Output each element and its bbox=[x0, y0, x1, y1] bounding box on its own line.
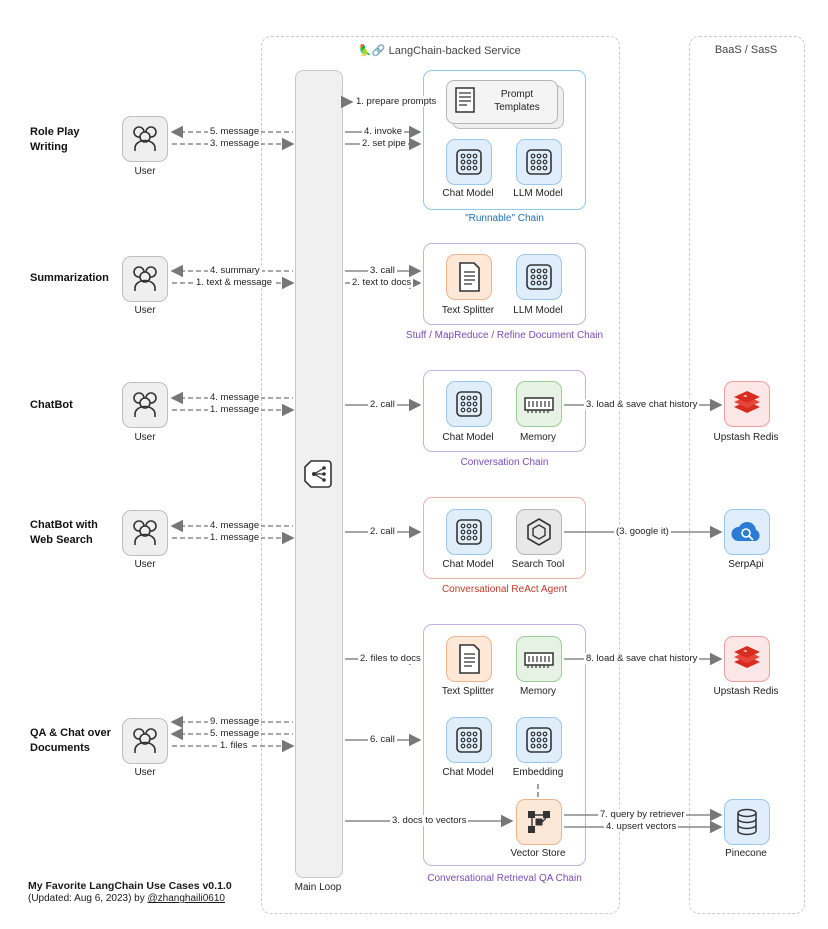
chat-model-label: Chat Model bbox=[442, 432, 494, 443]
embedding-label: Embedding bbox=[512, 767, 564, 778]
user-icon bbox=[122, 382, 168, 428]
edge-label: 2. call bbox=[368, 526, 397, 537]
text-splitter-icon bbox=[446, 254, 492, 300]
edge-label: 3. call bbox=[368, 265, 397, 276]
footer-updated-text: (Updated: Aug 6, 2023) by bbox=[28, 893, 148, 904]
chat-model-label: Chat Model bbox=[442, 559, 494, 570]
edge-label: 8. load & save chat history bbox=[584, 653, 700, 664]
edge-label: 3. docs to vectors bbox=[390, 815, 469, 826]
edge-label: (3. google it) bbox=[614, 526, 671, 537]
edge-label: 1. files bbox=[218, 740, 250, 751]
edge-label: 2. text to docs bbox=[350, 277, 414, 288]
prompt-templates-label: Prompt Templates bbox=[494, 89, 540, 113]
text-splitter-icon bbox=[446, 636, 492, 682]
chip-icon bbox=[446, 139, 492, 185]
user-icon bbox=[122, 510, 168, 556]
use-case-chatbot-web: ChatBot with Web Search bbox=[30, 519, 98, 546]
edge-label: 3. load & save chat history bbox=[584, 399, 700, 410]
edge-label: 1. prepare prompts bbox=[354, 96, 439, 107]
edge-label: 4. summary bbox=[208, 265, 262, 276]
edge-label: 5. message bbox=[208, 728, 262, 739]
memory-label: Memory bbox=[519, 432, 557, 443]
database-icon bbox=[724, 799, 770, 845]
edge-label: 4. message bbox=[208, 520, 262, 531]
redis-icon bbox=[724, 636, 770, 682]
user-label: User bbox=[134, 166, 156, 177]
chip-icon bbox=[516, 254, 562, 300]
main-loop-label: Main Loop bbox=[294, 882, 342, 893]
edge-label: 5. message bbox=[208, 126, 262, 137]
text-splitter-label: Text Splitter bbox=[441, 686, 495, 697]
edge-label: 1. text & message bbox=[194, 277, 275, 288]
runnable-chain-label: "Runnable" Chain bbox=[465, 213, 544, 224]
user-icon bbox=[122, 718, 168, 764]
search-tool-label: Search Tool bbox=[511, 559, 565, 570]
user-label: User bbox=[134, 432, 156, 443]
chip-icon bbox=[516, 139, 562, 185]
stuff-chain-box bbox=[423, 243, 586, 325]
text-splitter-label: Text Splitter bbox=[441, 305, 495, 316]
retrieval-chain-label: Conversational Retrieval QA Chain bbox=[427, 873, 582, 884]
baas-header: BaaS / SasS bbox=[714, 44, 778, 56]
conversation-chain-label: Conversation Chain bbox=[460, 457, 549, 468]
edge-label: 7. query by retriever bbox=[598, 809, 687, 820]
react-agent-label: Conversational ReAct Agent bbox=[441, 584, 568, 595]
user-label: User bbox=[134, 305, 156, 316]
edge-label: 1. message bbox=[208, 404, 262, 415]
conversation-chain-box bbox=[423, 370, 586, 452]
stuff-chain-label: Stuff / MapReduce / Refine Document Chai… bbox=[405, 330, 604, 341]
serpapi-label: SerpApi bbox=[728, 559, 764, 570]
pinecone-label: Pinecone bbox=[725, 848, 767, 859]
footer-updated: (Updated: Aug 6, 2023) by @zhanghaili061… bbox=[28, 893, 225, 904]
user-icon bbox=[122, 116, 168, 162]
vector-store-label: Vector Store bbox=[510, 848, 566, 859]
footer-title: My Favorite LangChain Use Cases v0.1.0 bbox=[28, 880, 232, 892]
memory-label: Memory bbox=[519, 686, 557, 697]
chip-icon bbox=[516, 717, 562, 763]
use-case-role-play: Role Play Writing bbox=[30, 126, 80, 153]
use-case-chatbot: ChatBot bbox=[30, 399, 73, 411]
user-label: User bbox=[134, 767, 156, 778]
search-tool-icon bbox=[516, 509, 562, 555]
edge-label: 4. invoke bbox=[362, 126, 405, 137]
author-link[interactable]: @zhanghaili0610 bbox=[147, 893, 225, 904]
edge-label: 9. message bbox=[208, 716, 262, 727]
use-case-summarization: Summarization bbox=[30, 272, 109, 284]
main-loop-icon bbox=[302, 458, 334, 490]
vector-store-icon bbox=[516, 799, 562, 845]
redis-icon bbox=[724, 381, 770, 427]
langchain-service-region bbox=[261, 36, 620, 914]
edge-label: 2. call bbox=[368, 399, 397, 410]
llm-model-label: LLM Model bbox=[513, 188, 563, 199]
llm-model-label: LLM Model bbox=[513, 305, 563, 316]
main-loop-bar bbox=[295, 70, 343, 878]
chat-model-label: Chat Model bbox=[442, 767, 494, 778]
user-icon bbox=[122, 256, 168, 302]
memory-icon bbox=[516, 381, 562, 427]
runnable-chain-box bbox=[423, 70, 586, 210]
baas-region bbox=[689, 36, 805, 914]
edge-label: 3. message bbox=[208, 138, 262, 149]
chat-model-label: Chat Model bbox=[442, 188, 494, 199]
service-header: 🦜🔗 LangChain-backed Service bbox=[358, 45, 521, 57]
retrieval-chain-box bbox=[423, 624, 586, 866]
redis-label: Upstash Redis bbox=[713, 432, 779, 443]
use-case-qa-docs: QA & Chat over Documents bbox=[30, 727, 111, 754]
serpapi-icon bbox=[724, 509, 770, 555]
chip-icon bbox=[446, 717, 492, 763]
user-label: User bbox=[134, 559, 156, 570]
document-icon bbox=[453, 86, 477, 116]
redis-label: Upstash Redis bbox=[713, 686, 779, 697]
edge-label: 6. call bbox=[368, 734, 397, 745]
chip-icon bbox=[446, 509, 492, 555]
edge-label: 1. message bbox=[208, 532, 262, 543]
edge-label: 2. set pipe bbox=[360, 138, 408, 149]
memory-icon bbox=[516, 636, 562, 682]
edge-label: 2. files to docs bbox=[358, 653, 423, 664]
edge-label: 4. upsert vectors bbox=[604, 821, 679, 832]
edge-label: 4. message bbox=[208, 392, 262, 403]
chip-icon bbox=[446, 381, 492, 427]
react-agent-box bbox=[423, 497, 586, 579]
